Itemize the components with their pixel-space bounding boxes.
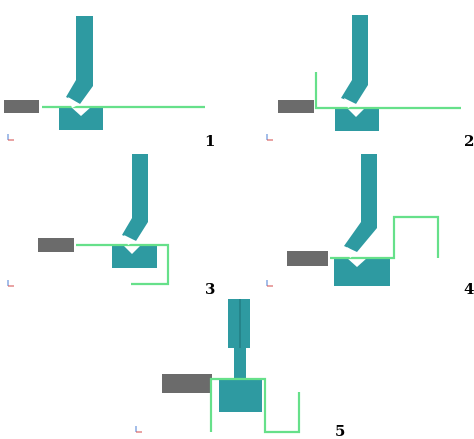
step-2-axis-marker-icon	[266, 134, 273, 141]
step-2-die	[335, 108, 379, 131]
step-1-panel: 1	[4, 16, 215, 150]
step-3-die	[112, 245, 157, 268]
step-5-die	[219, 380, 262, 412]
step-4-punch-v-notch	[347, 247, 357, 258]
step-3-punch-v-notch	[124, 235, 136, 245]
step-1-die	[59, 107, 103, 130]
step-5-backgauge	[162, 374, 212, 393]
step-4-punch	[344, 154, 377, 252]
step-4-sheet-metal	[330, 215, 440, 260]
step-5-panel: 5	[135, 299, 345, 439]
step-2-punch-v-notch	[344, 98, 356, 108]
step-2-label: 2	[464, 132, 474, 150]
step-2-backgauge	[278, 100, 314, 113]
step-4-label: 4	[464, 280, 474, 298]
step-5-punch	[228, 299, 250, 348]
step-1-label: 1	[205, 132, 215, 150]
step-5-axis-marker-icon	[135, 426, 142, 433]
step-4-die	[334, 258, 390, 286]
step-3-label: 3	[205, 280, 215, 298]
step-1-backgauge	[4, 100, 39, 113]
step-2-sheet-metal	[314, 72, 461, 110]
step-3-panel: 3	[7, 154, 215, 298]
step-4-panel: 4	[266, 154, 474, 298]
step-3-axis-marker-icon	[7, 280, 14, 287]
step-2-punch	[341, 15, 368, 104]
step-1-axis-marker-icon	[7, 134, 14, 141]
step-3-punch	[122, 154, 148, 241]
step-5-punch-tip	[234, 348, 246, 380]
step-3-backgauge	[38, 238, 74, 252]
step-4-axis-marker-icon	[266, 280, 273, 287]
step-1-punch	[66, 16, 93, 104]
step-3-sheet-metal	[76, 243, 170, 286]
step-1-punch-v-notch	[68, 97, 80, 108]
step-2-panel: 2	[266, 15, 474, 150]
step-5-sheet-metal	[209, 377, 301, 434]
step-4-backgauge	[287, 251, 328, 266]
step-5-label: 5	[335, 422, 345, 439]
